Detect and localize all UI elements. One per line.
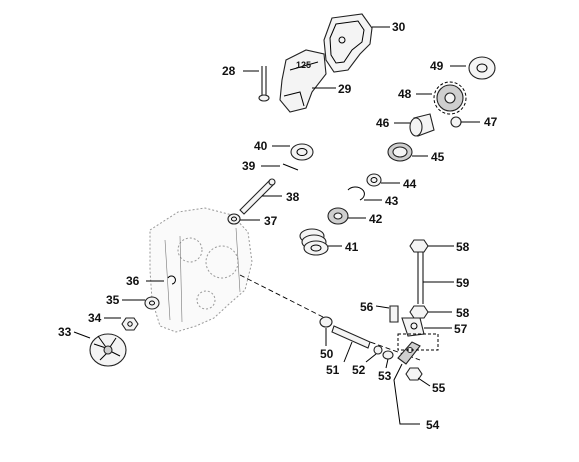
part-53-bush: 53 bbox=[378, 350, 394, 383]
label-53: 53 bbox=[378, 369, 392, 383]
label-47: 47 bbox=[484, 115, 498, 129]
part-37-washer: 37 bbox=[227, 213, 278, 228]
part-59-rod: 59 bbox=[417, 252, 470, 304]
part-55-nut: 55 bbox=[405, 367, 446, 395]
label-45: 45 bbox=[431, 150, 445, 164]
label-28: 28 bbox=[222, 64, 236, 78]
part-56-bolt: 56 bbox=[360, 300, 399, 323]
part-40-oil-seal: 40 bbox=[254, 139, 314, 161]
label-39: 39 bbox=[242, 159, 256, 173]
label-48: 48 bbox=[398, 87, 412, 101]
part-51-shaft: 51 bbox=[326, 325, 371, 377]
label-29: 29 bbox=[338, 82, 352, 96]
part-34-nut: 34 bbox=[88, 311, 139, 331]
label-36: 36 bbox=[126, 274, 140, 288]
label-43: 43 bbox=[385, 194, 399, 208]
part-46-bush: 46 bbox=[376, 113, 435, 137]
label-52: 52 bbox=[352, 363, 366, 377]
label-58-lower: 58 bbox=[456, 306, 470, 320]
label-41: 41 bbox=[345, 240, 359, 254]
label-57: 57 bbox=[454, 322, 468, 336]
label-50: 50 bbox=[320, 347, 334, 361]
part-44-washer: 44 bbox=[366, 173, 417, 191]
part-28-bolt: 28 bbox=[222, 64, 270, 102]
part-35-washer: 35 bbox=[106, 293, 160, 310]
part-38-shaft: 38 bbox=[239, 178, 300, 215]
cover-stamp-125: 125 bbox=[296, 60, 311, 70]
label-40: 40 bbox=[254, 139, 268, 153]
part-33-impeller: 33 bbox=[58, 325, 127, 367]
label-35: 35 bbox=[106, 293, 120, 307]
label-51: 51 bbox=[326, 363, 340, 377]
label-44: 44 bbox=[403, 177, 417, 191]
label-30: 30 bbox=[392, 20, 406, 34]
part-43-circlip: 43 bbox=[347, 186, 399, 208]
label-56: 56 bbox=[360, 300, 374, 314]
part-45-seal: 45 bbox=[387, 142, 445, 164]
part-57-lever: 57 bbox=[397, 317, 468, 351]
label-46: 46 bbox=[376, 116, 390, 130]
part-47-ball: 47 bbox=[450, 115, 498, 129]
part-39-pin: 39 bbox=[242, 159, 299, 173]
label-55: 55 bbox=[432, 381, 446, 395]
label-59: 59 bbox=[456, 276, 470, 290]
part-42-washer: 42 bbox=[327, 207, 383, 226]
part-52-washer: 52 bbox=[352, 345, 383, 377]
crankcase-housing bbox=[149, 207, 253, 333]
part-58-lower-nut: 58 bbox=[409, 305, 470, 320]
label-33: 33 bbox=[58, 325, 72, 339]
label-34: 34 bbox=[88, 311, 102, 325]
label-58-upper: 58 bbox=[456, 240, 470, 254]
part-49-bearing: 49 bbox=[430, 56, 496, 80]
part-41-spring: 41 bbox=[299, 228, 359, 256]
label-54: 54 bbox=[426, 418, 440, 432]
part-36-circlip: 36 bbox=[126, 274, 176, 288]
label-42: 42 bbox=[369, 212, 383, 226]
part-58-upper-nut: 58 bbox=[409, 239, 470, 254]
part-29-engine-cover: 125 29 bbox=[279, 49, 352, 113]
part-50-bush: 50 bbox=[319, 316, 334, 361]
part-48-pump-gear: 48 bbox=[398, 81, 467, 115]
label-38: 38 bbox=[286, 190, 300, 204]
label-49: 49 bbox=[430, 59, 444, 73]
part-30-cover-gasket: 30 bbox=[323, 13, 406, 73]
label-37: 37 bbox=[264, 214, 278, 228]
part-54-lever-plate: 54 bbox=[393, 341, 440, 432]
